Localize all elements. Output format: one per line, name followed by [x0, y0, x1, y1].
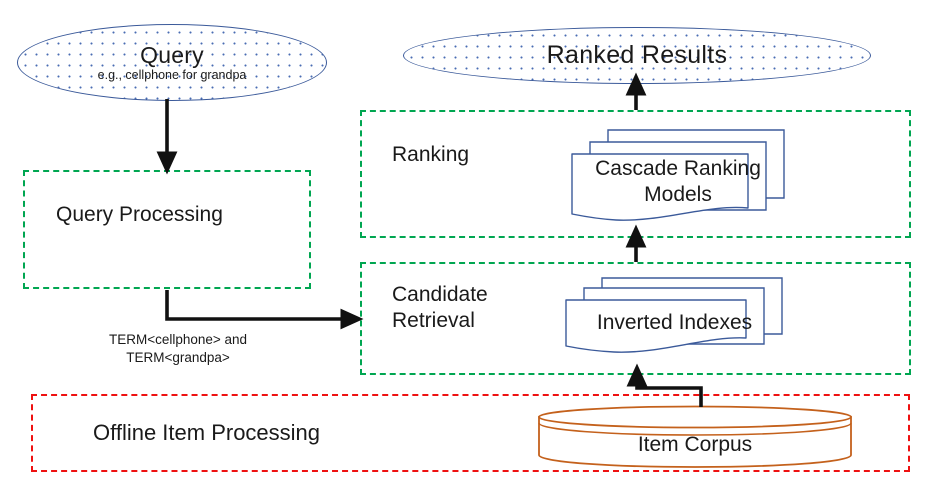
query-processing-label: Query Processing: [56, 203, 223, 226]
node-offline-item-processing[interactable]: Offline Item Processing: [31, 394, 910, 472]
candidate-retrieval-label: Candidate Retrieval: [392, 283, 488, 332]
node-query[interactable]: Query e.g., cellphone for grandpa: [17, 24, 327, 101]
ranking-label: Ranking: [392, 143, 470, 166]
node-cascade-ranking-models[interactable]: Cascade Ranking Models: [568, 126, 788, 224]
node-inverted-indexes[interactable]: Inverted Indexes: [562, 276, 787, 360]
ranked-results-title: Ranked Results: [546, 41, 728, 69]
query-title: Query: [140, 41, 204, 68]
edge-query-processing-to-candidate-retrieval: [165, 290, 364, 330]
node-query-processing[interactable]: Query Processing: [23, 170, 311, 289]
node-ranked-results[interactable]: Ranked Results: [403, 27, 871, 84]
offline-item-processing-label: Offline Item Processing: [93, 420, 321, 445]
node-item-corpus[interactable]: Item Corpus: [537, 405, 853, 468]
query-subtitle: e.g., cellphone for grandpa: [97, 67, 247, 82]
query-terms-annotation: TERM<cellphone> and TERM<grandpa>: [108, 332, 248, 365]
